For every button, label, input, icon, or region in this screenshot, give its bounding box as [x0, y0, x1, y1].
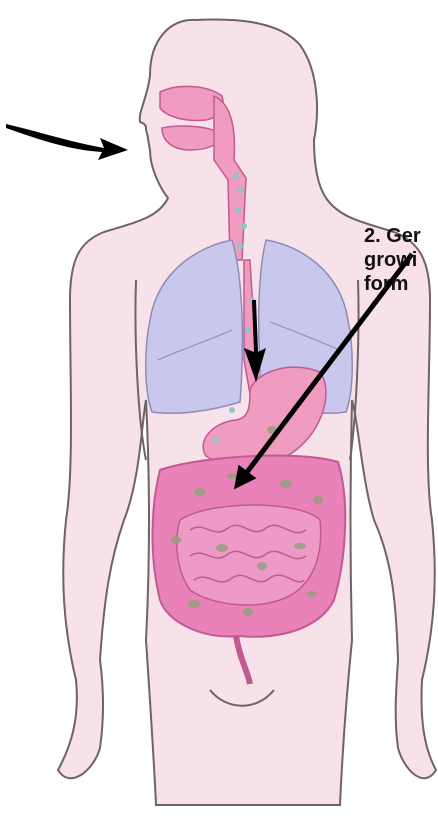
inhale-arrow-icon [6, 124, 128, 160]
annotation-line-3: form [364, 272, 421, 296]
annotation-line-1: 2. Ger [364, 224, 421, 248]
annotation-label: 2. Ger growi form [364, 224, 421, 296]
annotation-line-2: growi [364, 248, 421, 272]
